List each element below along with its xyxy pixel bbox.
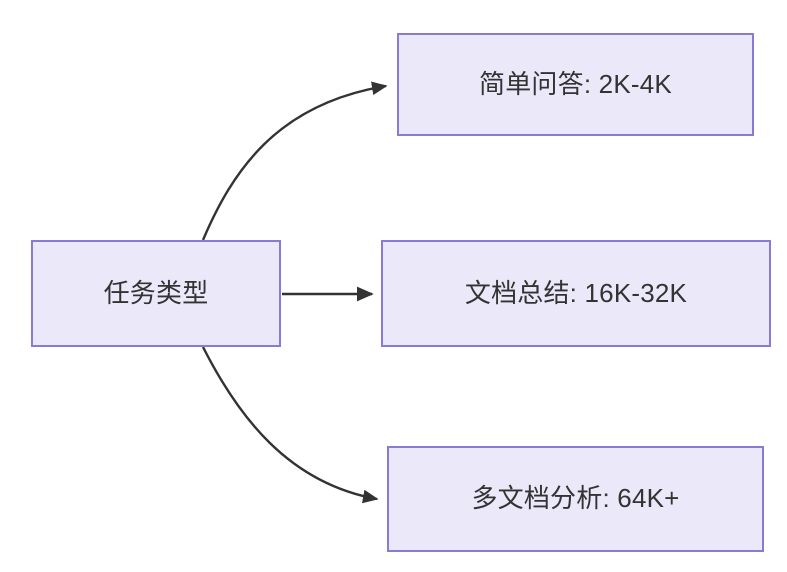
node-label: 文档总结: 16K-32K	[464, 277, 688, 308]
node-multi-document-analysis[interactable]: 多文档分析: 64K+	[387, 446, 764, 552]
node-simple-qa[interactable]: 简单问答: 2K-4K	[397, 33, 754, 136]
node-label: 多文档分析: 64K+	[471, 483, 680, 514]
node-document-summary[interactable]: 文档总结: 16K-32K	[381, 240, 771, 347]
edge-root-to-simple	[201, 81, 388, 241]
node-task-type[interactable]: 任务类型	[31, 240, 281, 347]
node-label: 简单问答: 2K-4K	[479, 68, 672, 99]
node-label: 任务类型	[103, 277, 209, 308]
edge-root-to-multi	[201, 346, 379, 504]
